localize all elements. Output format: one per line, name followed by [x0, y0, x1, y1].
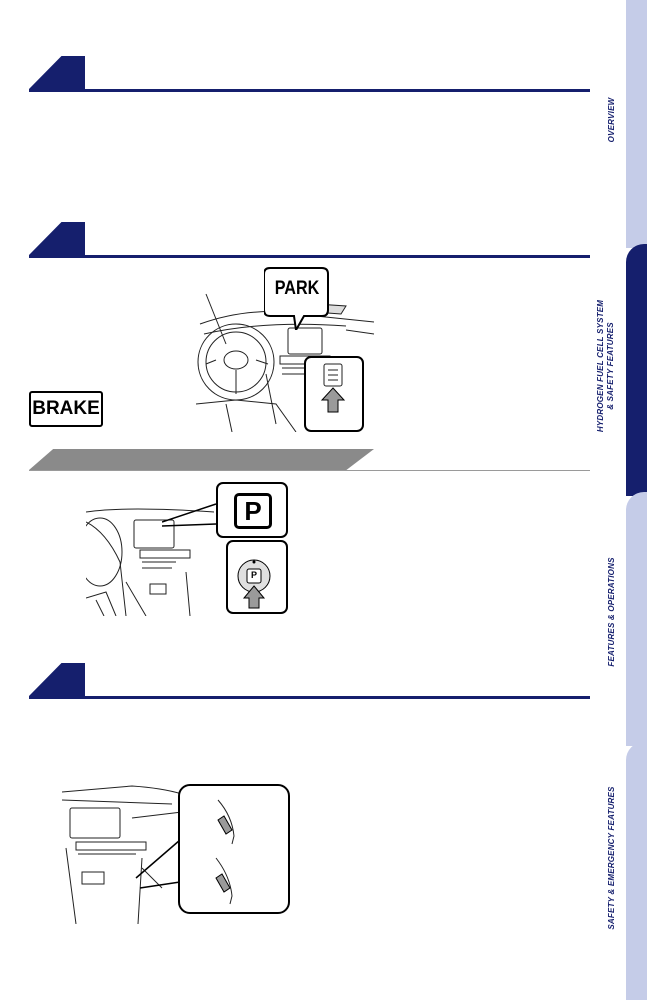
p-callout-key: P [234, 493, 272, 529]
side-tab-safety[interactable] [626, 742, 647, 1000]
p-callout-letter: P [244, 495, 262, 526]
side-tab-overview[interactable] [626, 0, 647, 248]
shift-lever-drawing [320, 363, 346, 413]
side-label-overview: OVERVIEW [607, 97, 616, 143]
section-header-tab [29, 56, 85, 89]
side-label-safety: SAFETY & EMERGENCY FEATURES [607, 786, 616, 930]
side-label-hydrogen-line2: & SAFETY FEATURES [606, 322, 615, 410]
park-dashboard-figure: PARK [195, 264, 376, 433]
side-tab-features[interactable] [626, 492, 647, 746]
park-callout-bubble [264, 267, 329, 330]
switch-inset [178, 784, 290, 914]
p-button-figure: P P [77, 482, 290, 617]
p-button-letter: P [250, 570, 257, 580]
park-callout-text: PARK [274, 278, 320, 299]
p-callout-box: P [216, 482, 288, 538]
p-button-inset: P [226, 540, 288, 614]
shift-lever-inset [304, 356, 364, 432]
p-button-drawing [237, 559, 271, 609]
switch-dashboard-drawing [61, 785, 183, 925]
section-header-2 [29, 222, 590, 258]
section-header-rule [29, 89, 590, 92]
side-label-hydrogen: HYDROGEN FUEL CELL SYSTEM & SAFETY FEATU… [596, 300, 616, 432]
switch-callout-pointer [135, 839, 181, 889]
dashboard-drawing [195, 293, 375, 433]
p-callout-pointer [162, 503, 217, 527]
brake-label: BRAKE [29, 391, 103, 427]
switch-drawing [215, 799, 235, 905]
subsection-header [29, 449, 590, 472]
side-tab-rail [626, 0, 647, 1000]
side-label-hydrogen-line1: HYDROGEN FUEL CELL SYSTEM [596, 299, 605, 433]
switch-figure [61, 778, 290, 925]
section-header-tab [29, 222, 85, 255]
subsection-header-rule [29, 470, 590, 471]
section-header-3 [29, 663, 590, 699]
side-tab-hydrogen[interactable] [626, 244, 647, 496]
p-button-dashboard-drawing [77, 508, 215, 617]
section-header-tab [29, 663, 85, 696]
subsection-header-bar [29, 449, 374, 470]
section-header-rule [29, 696, 590, 699]
section-header-1 [29, 56, 590, 92]
section-header-rule [29, 255, 590, 258]
side-label-features: FEATURES & OPERATIONS [607, 557, 616, 667]
